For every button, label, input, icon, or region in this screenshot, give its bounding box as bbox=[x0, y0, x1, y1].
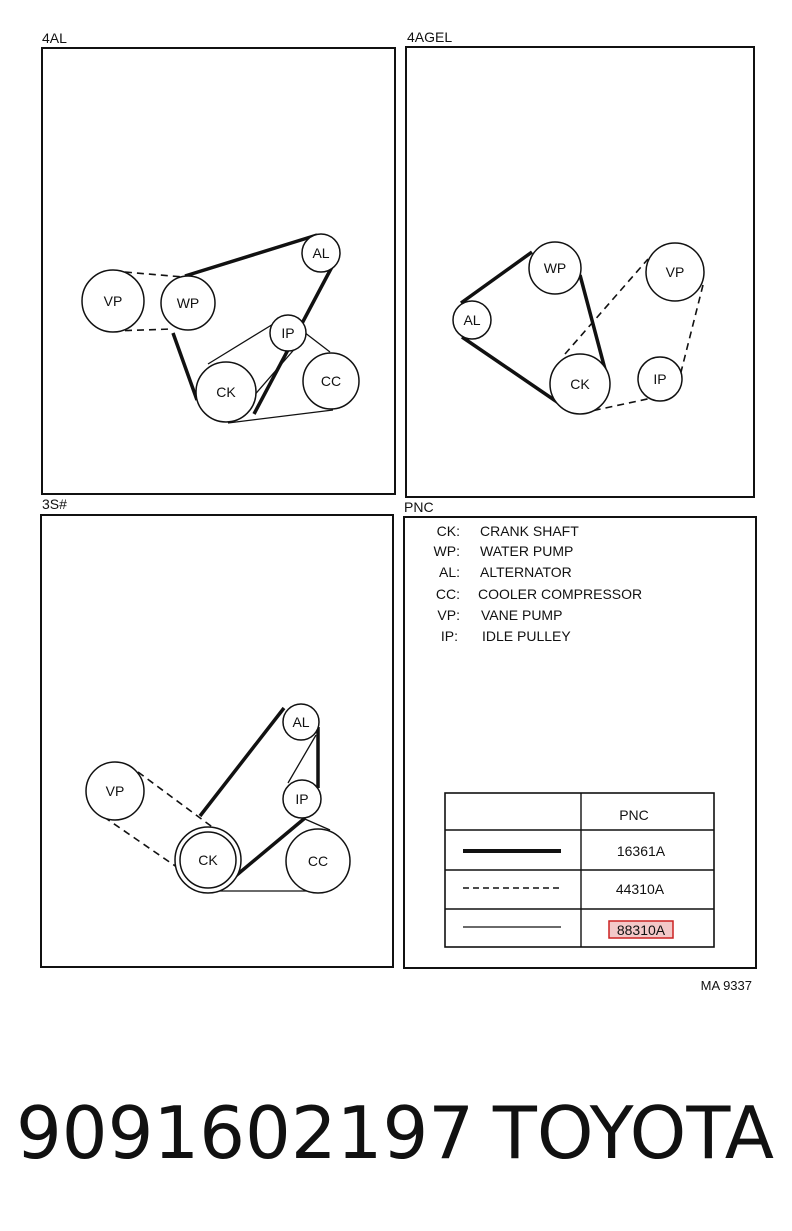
pulley-label-ck: CK bbox=[570, 376, 590, 392]
belt-thin bbox=[227, 409, 334, 424]
panel-label-4al: 4AL bbox=[42, 30, 67, 46]
panel-frame-4al bbox=[41, 47, 396, 495]
pulley-label-vp: VP bbox=[666, 264, 685, 280]
belt-dashed bbox=[112, 328, 173, 332]
pulley-label-cc: CC bbox=[308, 853, 328, 869]
pulley-label-wp: WP bbox=[177, 295, 200, 311]
pulley-wp bbox=[528, 241, 582, 295]
pulley-ip bbox=[282, 779, 322, 819]
table-cell-pnc-highlighted: 88310A bbox=[617, 922, 666, 938]
belt-thick bbox=[459, 250, 534, 305]
pulley-ip bbox=[269, 314, 307, 352]
pulley-label-wp: WP bbox=[544, 260, 567, 276]
pulley-cc bbox=[302, 352, 360, 410]
belt-thick bbox=[198, 706, 286, 818]
panel-frame-pnc bbox=[403, 516, 757, 969]
pulley-label-ck: CK bbox=[198, 852, 218, 868]
panel-label-4agel: 4AGEL bbox=[407, 29, 452, 45]
brand-name: TOYOTA bbox=[492, 1091, 774, 1175]
belt-dashed bbox=[564, 258, 649, 355]
abbreviation-legend: CK: CRANK SHAFT WP: WATER PUMP AL: ALTER… bbox=[434, 523, 643, 644]
pulley-ck bbox=[549, 353, 611, 415]
panel-frame-4agel bbox=[405, 46, 755, 498]
table-cell-pnc: 44310A bbox=[616, 881, 665, 897]
belt-thin bbox=[207, 317, 284, 365]
pulley-vp bbox=[85, 761, 145, 821]
pulley-ck bbox=[195, 361, 257, 423]
pulley-label-vp: VP bbox=[104, 293, 123, 309]
belt-thin bbox=[287, 734, 317, 784]
belt-thick bbox=[171, 332, 199, 401]
pulley-label-ck: CK bbox=[216, 384, 236, 400]
highlight-box bbox=[608, 920, 674, 939]
belt-thick bbox=[461, 335, 564, 408]
panel-4al: 4AL VP WP AL IP CK CC bbox=[41, 30, 396, 495]
legend-code: CK: bbox=[437, 523, 460, 539]
legend-name: COOLER COMPRESSOR bbox=[478, 586, 642, 602]
pulley-label-vp: VP bbox=[106, 783, 125, 799]
legend-code: CC: bbox=[436, 586, 460, 602]
pulley-label-al: AL bbox=[292, 714, 309, 730]
pulley-vp bbox=[645, 242, 705, 302]
legend-code: WP: bbox=[434, 543, 460, 559]
table-cell-pnc: 16361A bbox=[617, 843, 666, 859]
pulley-wp bbox=[160, 275, 216, 331]
pulley-al bbox=[452, 300, 492, 340]
legend-code: IP: bbox=[441, 628, 458, 644]
legend-name: IDLE PULLEY bbox=[482, 628, 571, 644]
pulley-label-ip: IP bbox=[281, 325, 294, 341]
pulley-label-al: AL bbox=[463, 312, 480, 328]
belt-thick bbox=[184, 233, 318, 278]
legend-name: ALTERNATOR bbox=[480, 564, 572, 580]
pulley-label-ip: IP bbox=[295, 791, 308, 807]
pulley-ip bbox=[637, 356, 683, 402]
pulley-label-al: AL bbox=[312, 245, 329, 261]
legend-name: CRANK SHAFT bbox=[480, 523, 579, 539]
pulley-al bbox=[301, 233, 341, 273]
panel-3s: 3S# VP AL IP CK CC bbox=[40, 496, 394, 968]
belt-dashed bbox=[137, 771, 216, 830]
pulley-label-ip: IP bbox=[653, 371, 666, 387]
belt-diagram-sheet: 4AL VP WP AL IP CK CC 4AGEL bbox=[40, 29, 757, 993]
panel-frame-3s bbox=[40, 514, 394, 968]
part-number: 9091602197 bbox=[16, 1091, 475, 1175]
belt-thick bbox=[224, 816, 307, 886]
pulley-vp bbox=[81, 269, 145, 333]
legend-code: VP: bbox=[437, 607, 460, 623]
panel-pnc: PNC CK: CRANK SHAFT WP: WATER PUMP AL: A… bbox=[403, 499, 757, 969]
belt-dashed bbox=[103, 816, 185, 873]
belt-dashed bbox=[680, 284, 704, 373]
drawing-reference: MA 9337 bbox=[701, 978, 752, 993]
legend-code: AL: bbox=[439, 564, 460, 580]
pnc-table: PNC 16361A 44310A 88310A bbox=[444, 792, 715, 948]
pulley-label-cc: CC bbox=[321, 373, 341, 389]
panel-label-pnc: PNC bbox=[404, 499, 434, 515]
pulley-al bbox=[282, 703, 320, 741]
pulley-cc bbox=[285, 828, 351, 894]
legend-name: WATER PUMP bbox=[480, 543, 573, 559]
panel-label-3s: 3S# bbox=[42, 496, 67, 512]
legend-name: VANE PUMP bbox=[481, 607, 562, 623]
panel-4agel: 4AGEL WP VP AL CK IP bbox=[405, 29, 755, 498]
belt-thick bbox=[578, 274, 608, 374]
table-header-pnc: PNC bbox=[619, 807, 649, 823]
pulley-ck bbox=[179, 831, 237, 889]
